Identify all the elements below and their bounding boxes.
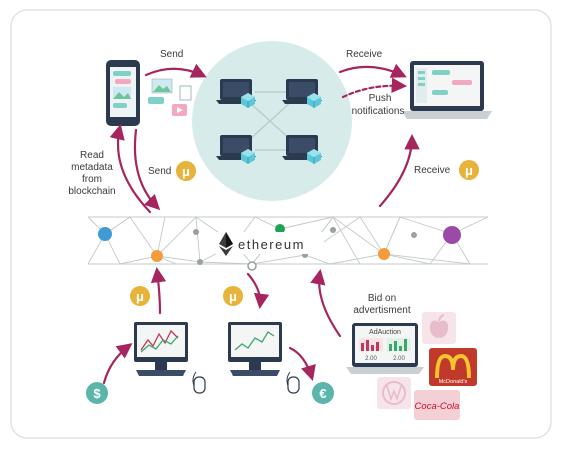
laptop-icon [402, 61, 492, 119]
laptop-node-bl [216, 135, 256, 165]
send-mu-label: Send [148, 166, 171, 177]
mcdonalds-text: McDonald's [439, 379, 468, 385]
send-mu-arrow [133, 128, 161, 211]
laptop-node-tr [282, 79, 322, 109]
cocacola-text: Coca-Cola [415, 401, 460, 412]
chain-node [330, 227, 336, 233]
read-metadata-arrow [109, 123, 152, 214]
push-label: Push [369, 93, 392, 104]
from-label: from [82, 174, 102, 185]
svg-text:μ: μ [182, 164, 190, 179]
mu-badge-pay: μ [130, 286, 150, 306]
receive-mu-label: Receive [414, 165, 451, 176]
dollar-arrow [102, 343, 133, 385]
bid-value: 2.00 [393, 356, 405, 362]
chain-node [193, 229, 199, 235]
euro-badge: € [312, 382, 334, 404]
chain-node [197, 259, 203, 265]
svg-text:$: $ [93, 386, 101, 401]
laptop-node-tl [216, 79, 256, 109]
svg-text:μ: μ [136, 289, 144, 304]
mouse-icon [192, 371, 206, 394]
apple-logo-icon [422, 312, 456, 344]
chain-node [443, 226, 461, 244]
send-label: Send [160, 49, 183, 60]
advertisment-label: advertisment [353, 305, 410, 316]
send-arrow [144, 63, 207, 78]
adauction-laptop: AdAuction 2.00 2.00 [346, 323, 424, 374]
blockchain-band: ethereum [87, 216, 489, 271]
mcdonalds-logo-icon: McDonald's [429, 348, 477, 386]
receive-label: Receive [346, 49, 383, 60]
blockchain-label: blockchain [68, 186, 115, 197]
receive-mu-arrow [378, 133, 420, 208]
desktop-icon [134, 322, 188, 376]
chain-node [411, 232, 417, 238]
laptop-node-br [282, 135, 322, 165]
bid-label: Bid on [368, 293, 396, 304]
cocacola-logo-icon: Coca-Cola [414, 390, 460, 420]
smartphone-icon [106, 60, 140, 126]
chain-node [98, 227, 112, 241]
media-icons [148, 78, 192, 116]
dollar-badge: $ [86, 382, 108, 404]
mu-badge-receive: μ [459, 160, 479, 180]
bid-value: 2.00 [365, 356, 377, 362]
read-label: Read [80, 150, 104, 161]
metadata-label: metadata [71, 162, 113, 173]
mu-badge-send: μ [176, 161, 196, 181]
svg-text:€: € [319, 386, 326, 401]
notifications-label: notifications [352, 106, 405, 117]
chain-node [151, 250, 163, 262]
chain-node [378, 248, 390, 260]
volkswagen-logo-icon [377, 377, 411, 409]
bid-arrow [310, 268, 342, 338]
receive-arrow [338, 63, 407, 78]
euro-arrow [288, 346, 316, 381]
mu-badge-earn: μ [223, 286, 243, 306]
ethereum-logo-icon [216, 232, 324, 256]
chain-node [247, 261, 257, 271]
peer-network [192, 41, 352, 201]
network-circle [192, 41, 352, 201]
mouse-icon [286, 371, 300, 394]
ethereum-wordmark: ethereum [238, 237, 305, 252]
adauction-title: AdAuction [369, 329, 401, 336]
earn-mu-arrow [246, 272, 270, 310]
push-notification-arrow [341, 77, 408, 99]
svg-text:μ: μ [465, 163, 473, 178]
chain-node [275, 224, 285, 234]
pay-mu-arrow [150, 266, 167, 315]
desktop-icon [228, 322, 282, 376]
svg-text:μ: μ [229, 289, 237, 304]
